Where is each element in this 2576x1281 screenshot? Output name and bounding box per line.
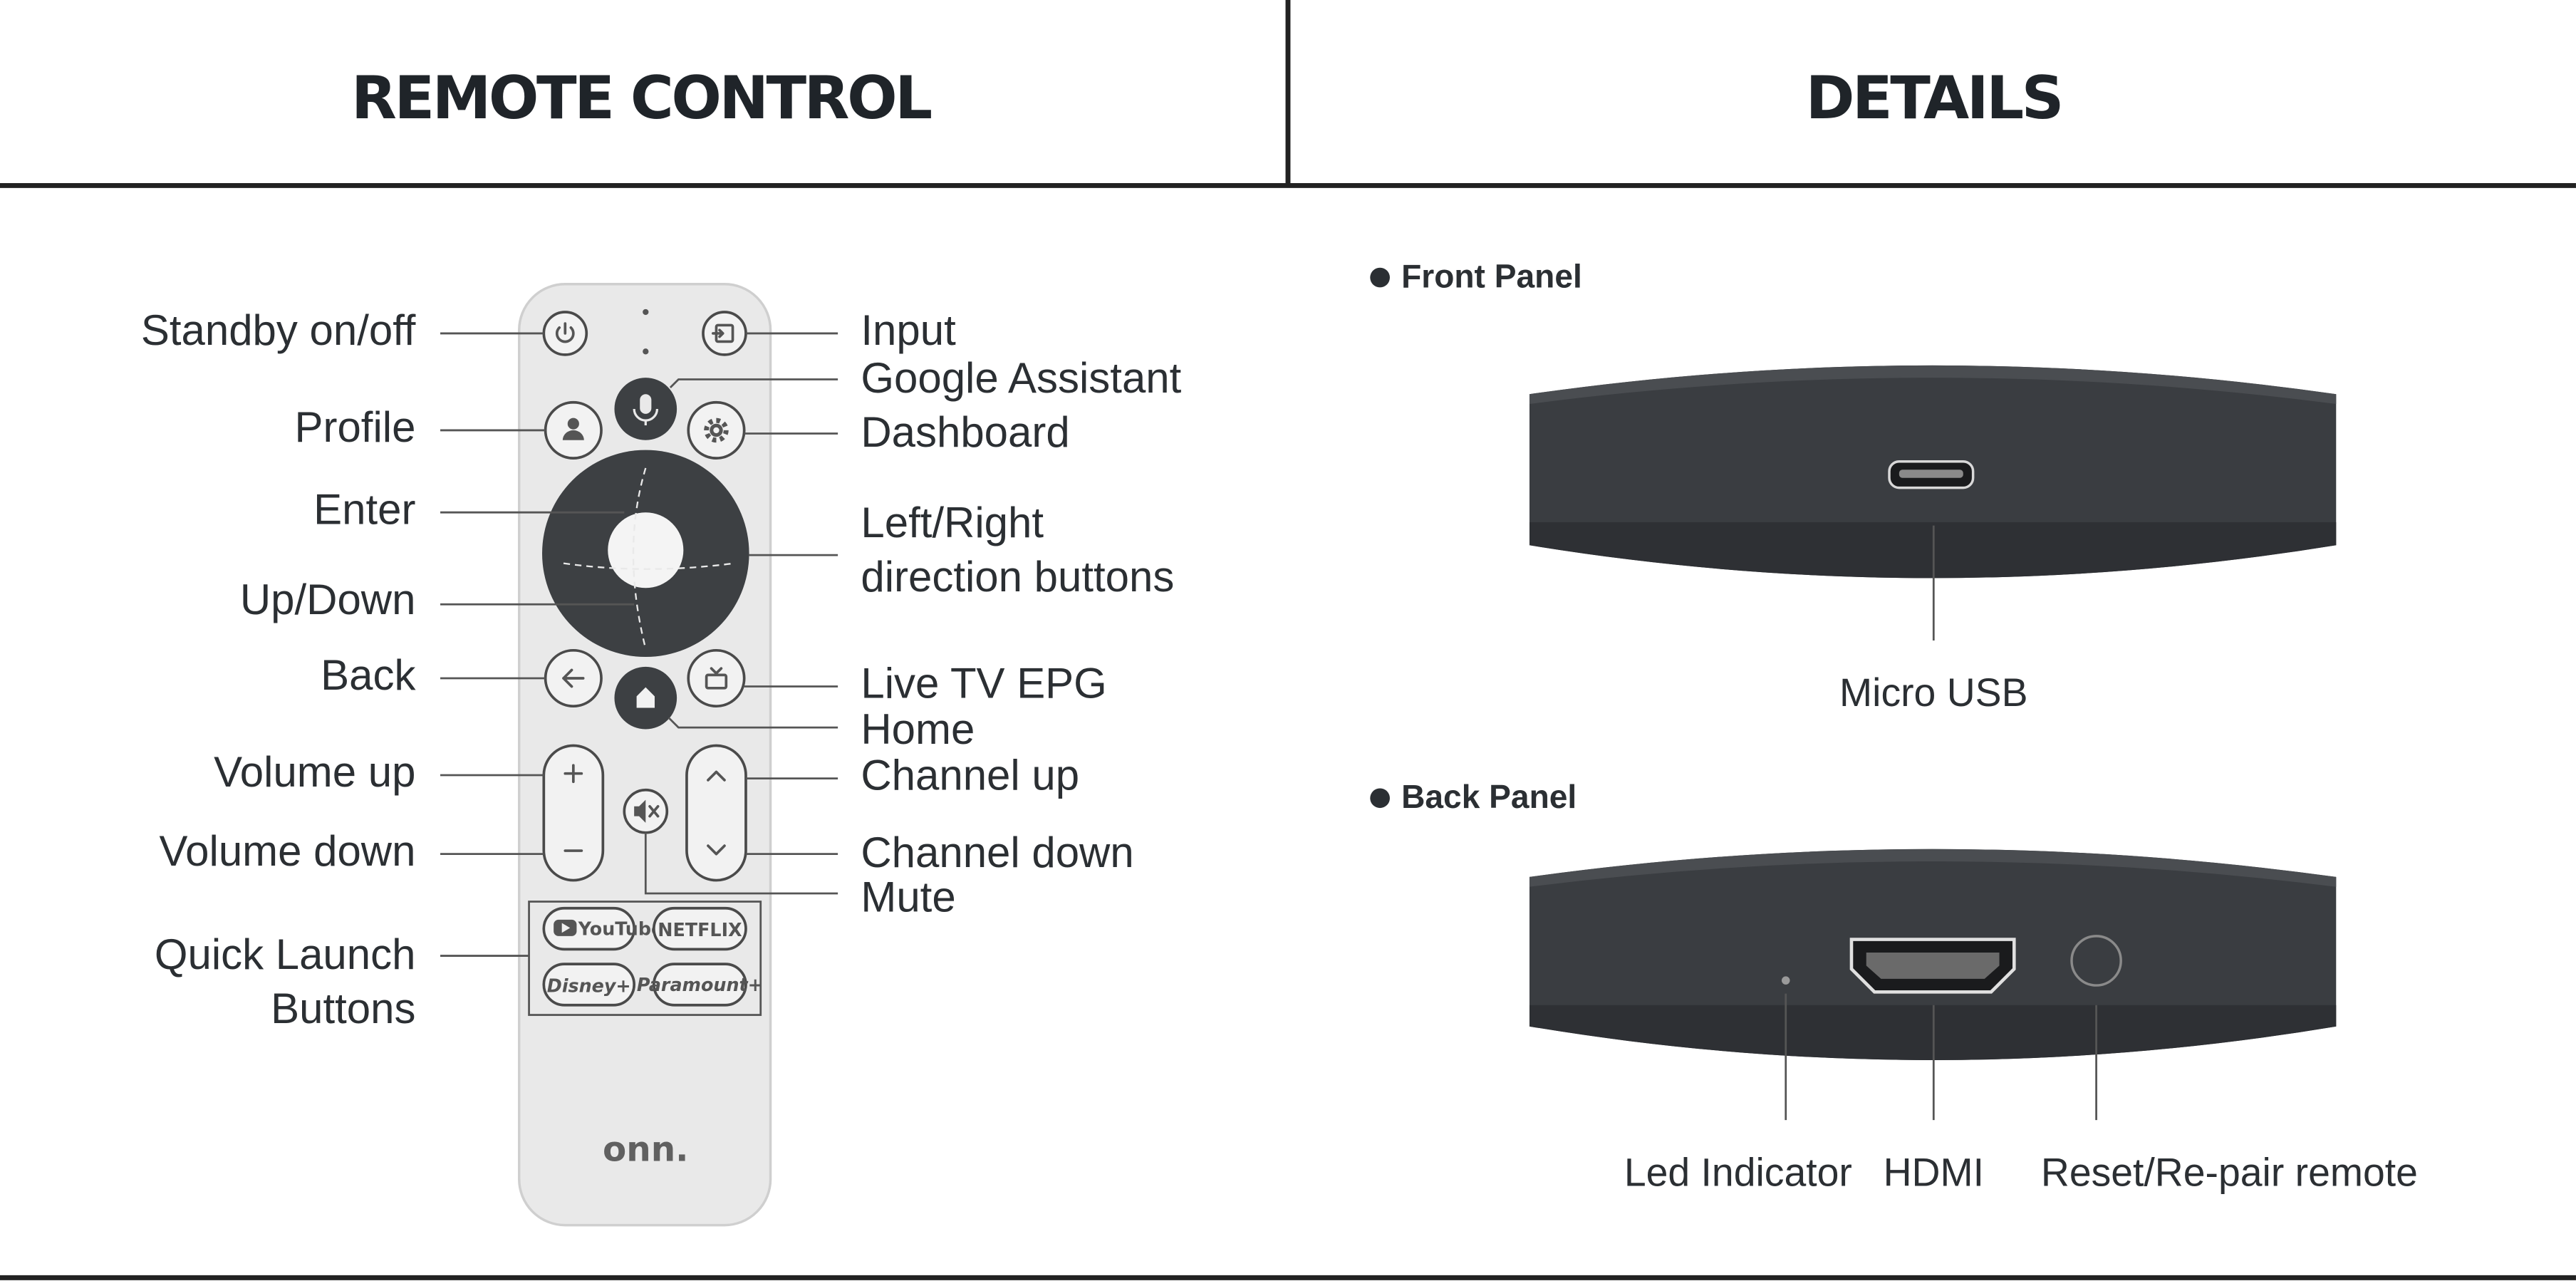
label-input: Input [861, 306, 956, 354]
back-panel-title: Back Panel [1401, 778, 1577, 815]
input-button[interactable] [702, 311, 747, 356]
led-indicator-caption: Led Indicator [1624, 1150, 1852, 1194]
leftright-guide [563, 562, 734, 570]
disney-label: Disney+ [547, 975, 631, 996]
details-title: DETAILS [1806, 63, 2062, 133]
back-button[interactable] [544, 648, 603, 708]
hdmi-caption: HDMI [1884, 1150, 1984, 1194]
standby-button[interactable] [542, 311, 588, 356]
gear-icon [704, 418, 729, 443]
disney-button[interactable]: Disney+ [542, 963, 635, 1007]
label-channel-down: Channel down [861, 829, 1133, 876]
paramount-label: Paramount+ [637, 974, 763, 995]
label-google-assistant: Google Assistant [861, 354, 1181, 402]
back-arrow-icon [562, 668, 585, 688]
dashboard-button[interactable] [687, 400, 746, 460]
profile-button[interactable] [544, 400, 603, 460]
reset-caption: Reset/Re-pair remote [2041, 1150, 2418, 1194]
label-channel-up: Channel up [861, 752, 1079, 799]
label-profile: Profile [295, 403, 416, 451]
label-live-tv: Live TV EPG [861, 660, 1106, 707]
front-panel-title: Front Panel [1401, 257, 1582, 294]
quick-launch-box [528, 901, 762, 1016]
youtube-label: YouTube [578, 918, 663, 940]
bullet-icon [1370, 267, 1390, 288]
left-callout-lines [440, 332, 635, 957]
label-quick-launch-buttons: Buttons [271, 985, 415, 1032]
netflix-label: NETFLIX [658, 919, 742, 940]
front-panel-section: Front Panel Micro USB [1370, 257, 2337, 715]
enter-button[interactable] [608, 512, 684, 588]
tv-icon [705, 667, 728, 690]
input-icon [712, 323, 734, 343]
label-home: Home [861, 705, 975, 753]
reset-button [2070, 935, 2122, 987]
live-tv-button[interactable] [687, 648, 746, 708]
right-callout-lines [644, 332, 838, 895]
mute-icon [634, 799, 660, 823]
remote-illustration: YouTube NETFLIX Disney+ Paramount+ onn. [517, 283, 772, 1227]
direction-pad[interactable] [542, 450, 749, 658]
indicator-dot [643, 308, 649, 316]
netflix-button[interactable]: NETFLIX [652, 906, 747, 951]
google-assistant-button[interactable] [614, 378, 677, 440]
label-quick-launch: Quick Launch [155, 930, 416, 978]
label-dashboard: Dashboard [861, 408, 1069, 456]
bullet-icon [1370, 788, 1390, 809]
label-leftright: Left/Right [861, 499, 1044, 546]
mute-button[interactable] [623, 788, 669, 834]
label-enter: Enter [313, 485, 415, 533]
home-icon [636, 687, 655, 708]
label-mute: Mute [861, 873, 955, 920]
power-icon [555, 322, 575, 343]
back-panel-section: Back Panel Led Indicator HDMI Reset/Re-p… [1370, 778, 2418, 1194]
brand-logo: onn. [603, 1130, 689, 1170]
channel-rocker[interactable] [685, 744, 747, 882]
label-volume-up: Volume up [214, 748, 415, 796]
led-indicator [1781, 976, 1790, 985]
home-button[interactable] [614, 666, 677, 730]
micro-usb-caption: Micro USB [1839, 670, 2027, 715]
microphone-icon [633, 394, 659, 426]
chevron-up-icon [707, 770, 726, 782]
label-direction-buttons: direction buttons [861, 553, 1174, 601]
paramount-button[interactable]: Paramount+ [637, 963, 763, 1007]
label-standby: Standby on/off [141, 306, 416, 354]
volume-rocker[interactable] [542, 744, 605, 882]
plus-icon [564, 764, 583, 784]
label-back: Back [321, 651, 416, 699]
label-volume-down: Volume down [160, 827, 416, 875]
right-labels: Input Google Assistant Dashboard Left/Ri… [861, 306, 1181, 920]
left-labels: Standby on/off Profile Enter Up/Down Bac… [141, 306, 417, 1032]
profile-icon [562, 418, 584, 440]
chevron-down-icon [707, 844, 726, 856]
remote-control-title: REMOTE CONTROL [351, 63, 931, 133]
label-updown: Up/Down [240, 576, 416, 623]
indicator-dot [643, 348, 649, 355]
youtube-button[interactable]: YouTube [542, 906, 663, 951]
